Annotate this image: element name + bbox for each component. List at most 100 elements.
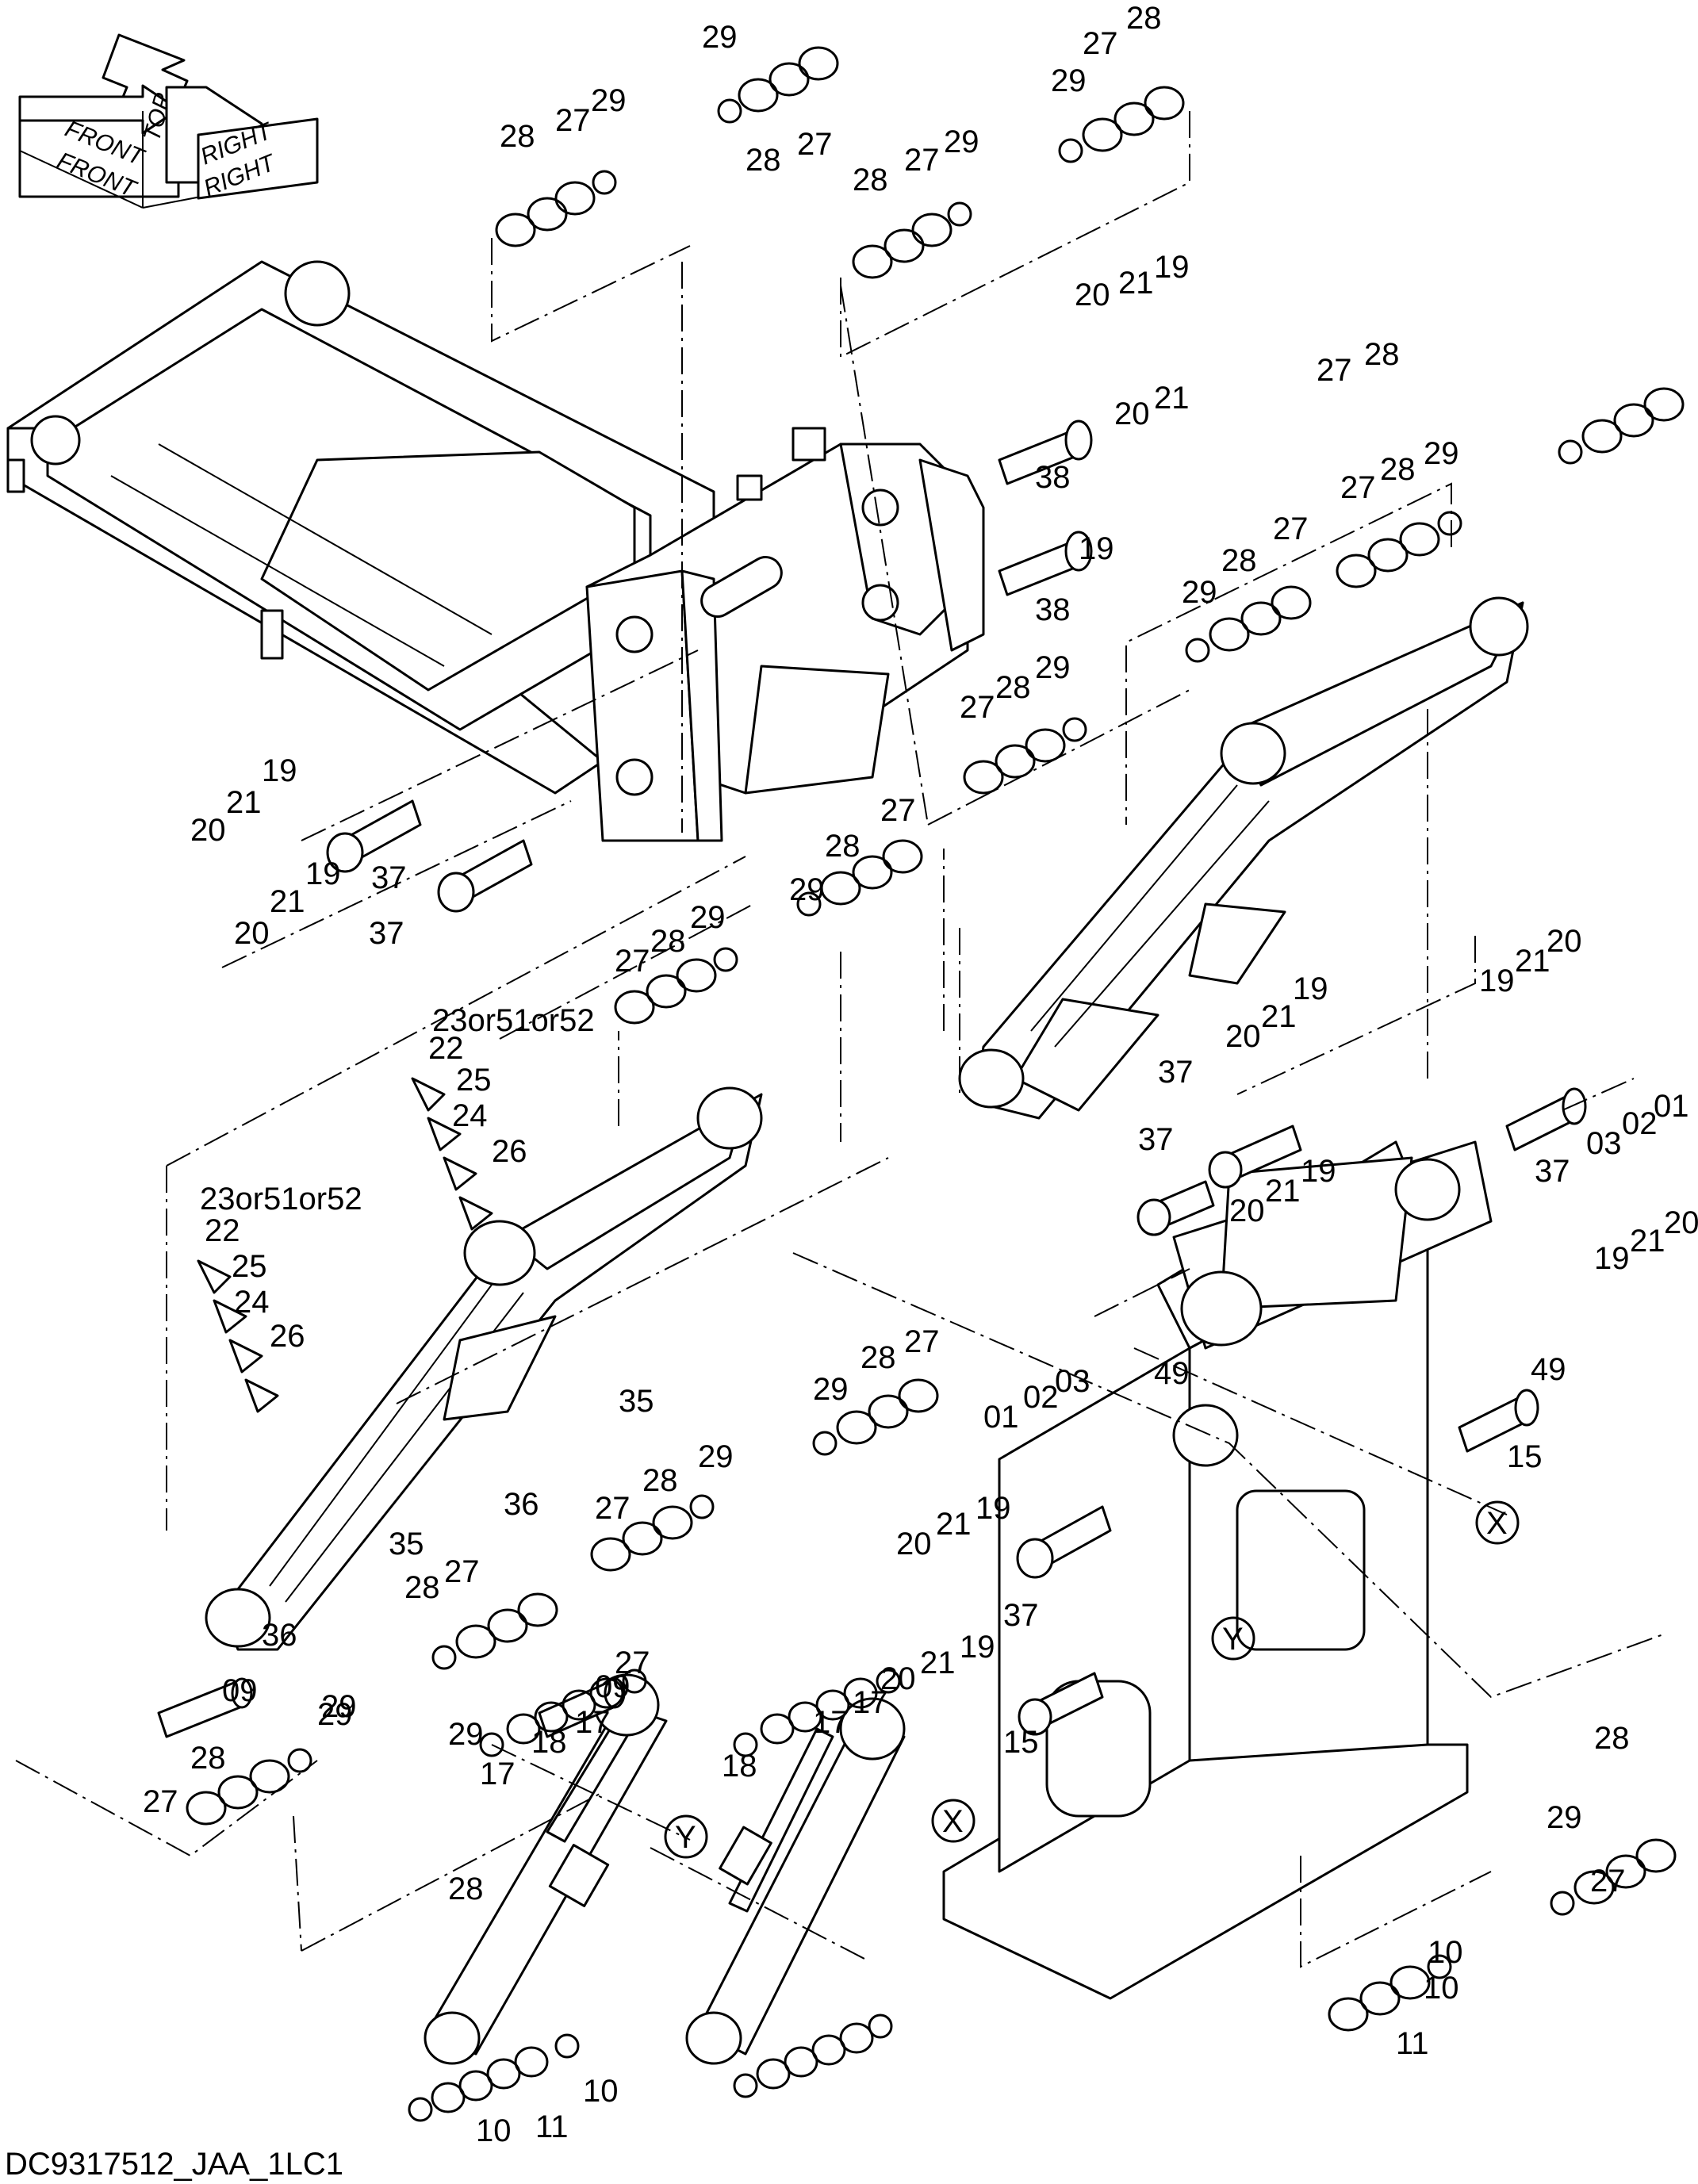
callout-label: 26: [492, 1134, 527, 1169]
callout-label: 19: [1293, 971, 1328, 1006]
callout-label: 29: [813, 1372, 849, 1407]
callout-label: 22: [428, 1031, 464, 1066]
callout-label: 28: [448, 1872, 484, 1906]
callout-label: 11: [1396, 2026, 1429, 2061]
callout-label: 28: [500, 119, 535, 154]
callout-label: 37: [1535, 1154, 1570, 1189]
callout-label: 27: [1340, 470, 1376, 505]
callout-label: 28: [1221, 543, 1257, 578]
upper-frame: [6, 260, 715, 795]
callout-label: 37: [371, 860, 407, 895]
callout-label: 10: [1424, 1971, 1459, 2006]
callout-label: 20: [1229, 1194, 1265, 1228]
callout-label: 29: [698, 1439, 734, 1474]
callout-label: 19: [1079, 531, 1114, 566]
callout-label: 19: [960, 1630, 995, 1665]
callout-label: 15: [1507, 1439, 1543, 1474]
callout-label: 27: [797, 127, 833, 162]
callout-label: 19: [262, 753, 297, 788]
callout-label: 29: [1547, 1800, 1582, 1835]
wedge-stack-upper: [411, 1077, 493, 1231]
callout-label: 02: [1622, 1106, 1658, 1141]
boom-mount-bracket: [585, 427, 985, 842]
callout-label: 11: [535, 2109, 569, 2144]
callout-label: 27: [904, 1324, 940, 1359]
washer-stack-right-low: [1550, 1838, 1677, 1916]
shim-stack-cylinder-left-top: [479, 1669, 647, 1757]
callout-label: 29: [1051, 63, 1087, 98]
washer-stack-top-centre: [717, 46, 839, 124]
callout-label: 25: [456, 1063, 492, 1098]
callout-label: 10: [583, 2074, 619, 2109]
callout-label: 21: [226, 785, 262, 820]
callout-label: 27: [1590, 1864, 1626, 1899]
callout-label: 28: [190, 1741, 226, 1776]
pin-37-right: [1505, 1087, 1587, 1151]
callout-label: 26: [270, 1319, 305, 1354]
callout-label: 29: [690, 900, 726, 935]
orientation-icon: TOP FRONT FRONT RIGHT RIGHT: [18, 33, 319, 209]
boom-cylinder-right: [685, 1697, 906, 2065]
pin-37-upper-left: [326, 799, 422, 873]
callout-label: 28: [860, 1340, 896, 1375]
callout-label: 27: [960, 690, 995, 725]
callout-label: 27: [595, 1491, 631, 1526]
callout-label: 28: [995, 670, 1031, 705]
centre-lines: [15, 111, 1666, 1968]
washer-stack-left-2: [614, 947, 738, 1025]
washer-stack-left-mid: [590, 1494, 715, 1572]
callout-label: 28: [853, 163, 888, 197]
callout-label: 20: [190, 813, 226, 848]
callout-label: 21: [936, 1507, 972, 1542]
callout-label: 29: [1035, 650, 1071, 685]
view-marker-y-1: Y: [1211, 1616, 1255, 1661]
callout-label: 36: [262, 1618, 297, 1653]
callout-label: 19: [1154, 250, 1190, 285]
pin-38-upper: [998, 420, 1093, 485]
shim-stack-cylinder-left-bottom: [408, 2033, 580, 2122]
callout-label: 37: [1138, 1122, 1174, 1157]
callout-label: 19: [1479, 964, 1515, 998]
pin-37-lower-left: [437, 839, 533, 913]
callout-label: 19: [1301, 1154, 1336, 1189]
callout-label: 27: [1317, 353, 1352, 388]
pin-09-left: [157, 1677, 253, 1738]
callout-label: 28: [650, 924, 686, 959]
washer-stack-bottom-right: [1328, 1954, 1452, 2032]
view-marker-y-label-2: Y: [675, 1820, 696, 1855]
callout-label: 20: [1114, 397, 1150, 431]
callout-label: 15: [1003, 1725, 1039, 1760]
view-marker-x-1: X: [1475, 1500, 1520, 1545]
callout-label: 21: [270, 884, 305, 919]
callout-label: 17: [575, 1705, 611, 1740]
callout-label: 20: [1547, 924, 1582, 959]
callout-label: 20: [896, 1527, 932, 1561]
view-marker-x-label-1: X: [1486, 1506, 1508, 1541]
callout-label: 27: [143, 1784, 178, 1819]
callout-label: 27: [555, 103, 591, 138]
callout-label: 20: [234, 916, 270, 951]
washer-stack-top-right: [1058, 86, 1185, 163]
callout-label: 01: [983, 1400, 1019, 1435]
shim-stack-cylinder-right-top: [733, 1669, 901, 1757]
callout-label: 37: [1158, 1055, 1194, 1090]
wedge-stack-lower: [197, 1259, 279, 1413]
drawing-code: DC9317512_JAA_1LC1: [5, 2147, 343, 2182]
callout-label: 36: [504, 1487, 539, 1522]
pin-15-right: [1458, 1389, 1539, 1453]
callout-label: 21: [1630, 1224, 1665, 1259]
callout-label: 27: [615, 944, 650, 979]
callout-label: 29: [1182, 575, 1217, 610]
callout-label: 28: [1364, 337, 1400, 372]
callout-label: 03: [1055, 1364, 1090, 1399]
callout-label: 27: [1083, 26, 1118, 61]
callout-label: 21: [920, 1646, 956, 1680]
callout-label: 49: [1154, 1356, 1190, 1391]
callout-label: 27: [904, 143, 940, 178]
callout-label: 29: [789, 872, 825, 907]
callout-label: 35: [619, 1384, 654, 1419]
callout-label: 20: [1664, 1205, 1698, 1240]
pin-37-centre: [1016, 1505, 1112, 1579]
callout-label: 20: [880, 1661, 916, 1696]
